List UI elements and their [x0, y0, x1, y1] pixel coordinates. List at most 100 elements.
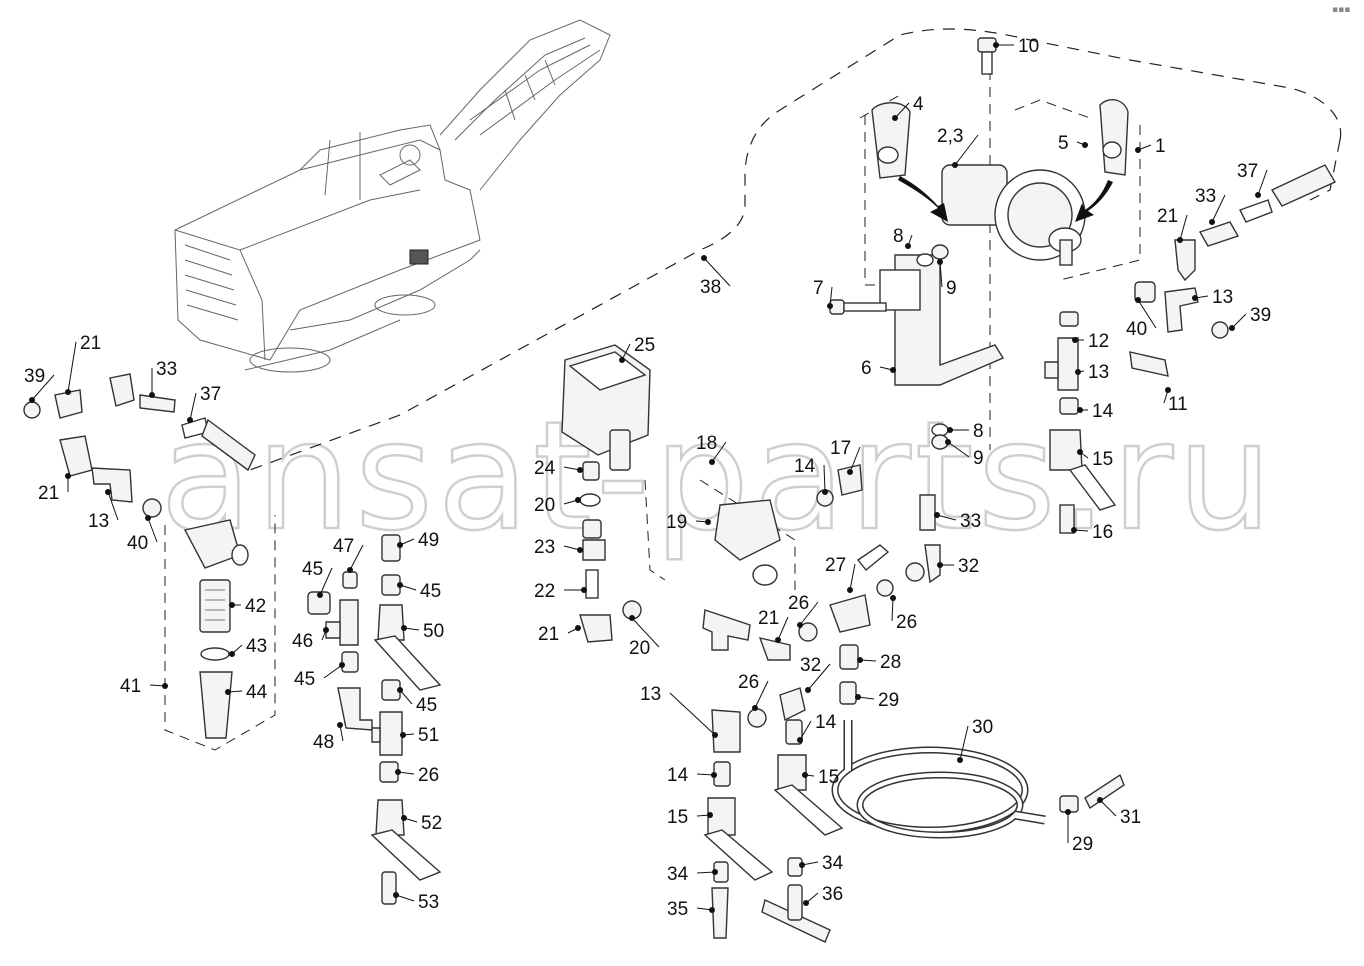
- callout-dot: [890, 367, 896, 373]
- callout-leader: [669, 692, 716, 736]
- callout-leader: [1137, 299, 1157, 329]
- callout-number: 37: [1237, 161, 1258, 182]
- callout-c26a: 26: [788, 593, 819, 628]
- assembly-envelope-line: [249, 28, 1342, 471]
- callout-number: 15: [1092, 449, 1113, 470]
- callout-leader: [939, 261, 943, 288]
- callout-c24: 24: [534, 458, 583, 479]
- callout-c10: 10: [993, 36, 1039, 57]
- callout-leader: [711, 441, 727, 463]
- callout-dot: [857, 657, 863, 663]
- callout-leader: [67, 341, 77, 393]
- callout-number: 15: [667, 807, 688, 828]
- callout-dot: [890, 595, 896, 601]
- callout-dot: [149, 392, 155, 398]
- callout-number: 20: [534, 495, 555, 516]
- callout-number: 13: [88, 511, 109, 532]
- callout-c35: 35: [667, 899, 715, 920]
- callout-number: 45: [302, 559, 323, 580]
- callout-dot: [855, 694, 861, 700]
- callout-c40r: 40: [1126, 297, 1157, 340]
- callout-c33r: 33: [1195, 186, 1226, 225]
- callout-leader: [959, 725, 969, 761]
- callout-dot: [401, 815, 407, 821]
- callout-dot: [581, 587, 587, 593]
- callout-number: 14: [794, 456, 816, 477]
- callout-c17: 17: [830, 438, 861, 475]
- callout-number: 26: [896, 612, 917, 633]
- callout-number: 22: [534, 581, 555, 602]
- callout-c25: 25: [619, 335, 655, 363]
- callout-leader: [799, 601, 819, 626]
- callout-c15b: 15: [802, 767, 839, 788]
- callout-number: 7: [813, 278, 824, 299]
- callout-dot: [993, 42, 999, 48]
- callout-leader: [829, 286, 833, 307]
- callout-number: 53: [418, 892, 439, 913]
- callout-leader: [799, 720, 812, 741]
- callout-leader: [1257, 169, 1268, 196]
- callout-dot: [577, 467, 583, 473]
- callout-c29b: 29: [1065, 809, 1093, 855]
- callout-number: 14: [815, 712, 837, 733]
- callout-dot: [397, 687, 403, 693]
- callout-leader: [395, 894, 415, 902]
- callout-dot: [822, 489, 828, 495]
- callout-c28: 28: [857, 652, 901, 673]
- callout-dot: [797, 622, 803, 628]
- callout-number: 40: [127, 533, 148, 554]
- callout-dot: [799, 862, 805, 868]
- callout-dot: [401, 625, 407, 631]
- callout-c52: 52: [401, 813, 442, 834]
- callout-number: 51: [418, 725, 439, 746]
- callout-c21r: 21: [1157, 206, 1188, 243]
- callout-number: 21: [1157, 206, 1178, 227]
- callout-c21m: 21: [538, 624, 581, 645]
- callout-number: 21: [758, 608, 779, 629]
- callout-c34b: 34: [799, 853, 844, 874]
- callout-dot: [802, 772, 808, 778]
- machine-overview-illustration: [174, 19, 611, 373]
- callout-leader: [807, 663, 831, 691]
- callout-number: 21: [538, 624, 559, 645]
- callout-dot: [577, 547, 583, 553]
- callout-dot: [752, 705, 758, 711]
- callout-c22: 22: [534, 581, 587, 602]
- callout-c45a: 45: [302, 559, 333, 598]
- callout-c46: 46: [292, 627, 329, 652]
- callout-number: 1: [1155, 136, 1166, 157]
- callout-dot: [957, 757, 963, 763]
- callout-c53: 53: [393, 892, 439, 913]
- callout-dot: [1135, 297, 1141, 303]
- callout-number: 35: [667, 899, 688, 920]
- callout-dot: [187, 417, 193, 423]
- callout-c47: 47: [333, 536, 364, 573]
- callout-number: 26: [738, 672, 759, 693]
- callout-c51: 51: [400, 725, 439, 746]
- callout-c20b: 20: [629, 615, 660, 659]
- callout-c15a: 15: [1077, 449, 1113, 470]
- callout-c45c: 45: [294, 662, 345, 690]
- solenoid-valve-assembly: [561, 344, 863, 643]
- callout-number: 47: [333, 536, 354, 557]
- callout-c15c: 15: [667, 807, 713, 828]
- callout-c39l: 39: [24, 366, 55, 403]
- callout-c36: 36: [803, 884, 843, 906]
- callout-dot: [339, 662, 345, 668]
- callout-c9a: 9: [937, 259, 957, 299]
- callout-number: 45: [416, 695, 437, 716]
- hose-coil: [831, 720, 1125, 839]
- callout-dot: [945, 439, 951, 445]
- callout-c14a: 14: [1077, 401, 1114, 422]
- callout-leader: [703, 257, 731, 287]
- callout-leader: [349, 544, 364, 571]
- callout-c37l: 37: [187, 384, 221, 423]
- callout-c26b: 26: [890, 595, 917, 633]
- callout-number: 40: [1126, 319, 1147, 340]
- callout-dot: [775, 637, 781, 643]
- callout-number: 45: [420, 581, 441, 602]
- callout-leader: [1211, 194, 1226, 223]
- callout-c13l: 13: [88, 489, 119, 532]
- callout-leader: [1099, 799, 1117, 817]
